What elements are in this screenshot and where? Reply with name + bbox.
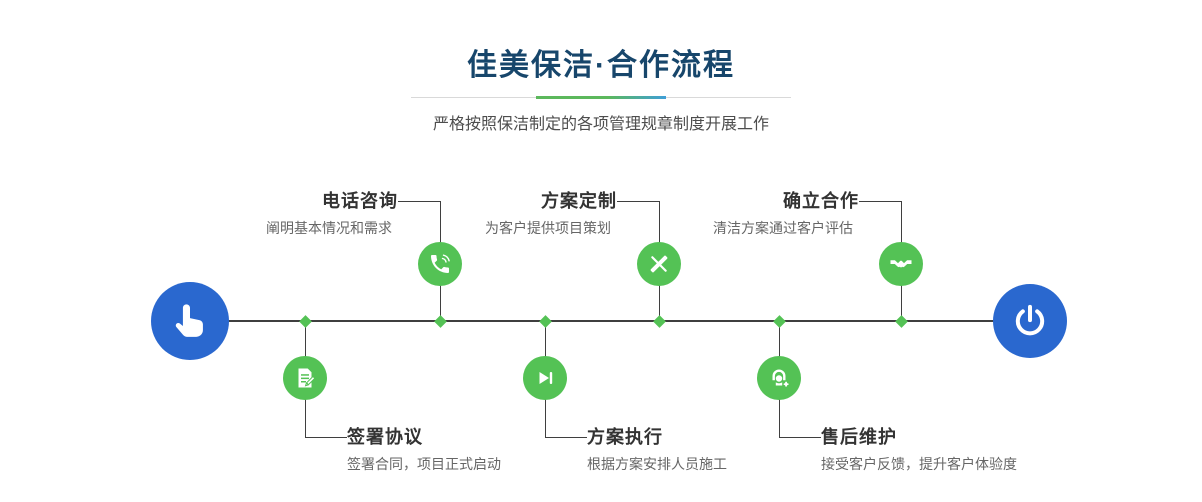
step-label-contract: 签署协议 签署合同，项目正式启动 — [347, 427, 627, 473]
pen-ruler-icon — [650, 255, 668, 273]
step-node-support — [757, 356, 801, 400]
step-label-design: 方案定制 为客户提供项目策划 — [417, 191, 617, 237]
step-title: 确立合作 — [783, 191, 859, 211]
step-label-execute: 方案执行 根据方案安排人员施工 — [587, 427, 867, 473]
handshake-icon — [890, 260, 912, 268]
timeline-diamond — [298, 314, 312, 328]
step-node-cooperate — [879, 242, 923, 286]
page-title: 佳美保洁·合作流程 — [467, 49, 735, 82]
step-desc: 签署合同，项目正式启动 — [347, 456, 501, 472]
step-title: 方案执行 — [587, 427, 663, 447]
timeline-diamond — [772, 314, 786, 328]
connector-hline — [617, 201, 659, 202]
step-label-phone: 电话咨询 阐明基本情况和需求 — [198, 191, 398, 237]
end-node — [993, 284, 1067, 358]
power-icon — [1015, 304, 1045, 336]
step-node-contract — [283, 356, 327, 400]
step-desc: 阐明基本情况和需求 — [266, 220, 392, 236]
step-title: 电话咨询 — [322, 191, 398, 211]
step-desc: 根据方案安排人员施工 — [587, 456, 727, 472]
connector-hline — [859, 201, 901, 202]
divider-accent — [536, 96, 666, 99]
connector-hline — [779, 437, 821, 438]
connector-hline — [398, 201, 440, 202]
connector-hline — [305, 437, 347, 438]
step-desc: 为客户提供项目策划 — [485, 220, 611, 236]
timeline-line — [228, 320, 996, 322]
step-label-support: 售后维护 接受客户反馈，提升客户体验度 — [821, 427, 1101, 473]
play-icon — [539, 372, 553, 384]
page-subtitle: 严格按照保洁制定的各项管理规章制度开展工作 — [432, 116, 769, 133]
step-title: 签署协议 — [347, 427, 423, 447]
step-node-design — [637, 242, 681, 286]
step-node-phone — [418, 242, 462, 286]
phone-icon — [431, 254, 450, 273]
title-divider — [411, 96, 791, 99]
step-desc: 清洁方案通过客户评估 — [713, 220, 853, 236]
timeline-diamond — [538, 314, 552, 328]
contract-icon — [298, 368, 316, 388]
timeline-diamond — [652, 314, 666, 328]
timeline-diamond — [894, 314, 908, 328]
headset-icon — [772, 369, 789, 387]
start-node — [151, 282, 229, 360]
step-title: 售后维护 — [821, 427, 897, 447]
step-title: 方案定制 — [541, 191, 617, 211]
connector-hline — [545, 437, 587, 438]
timeline-diamond — [433, 314, 447, 328]
step-label-cooperate: 确立合作 清洁方案通过客户评估 — [659, 191, 859, 237]
hand-pointer-icon — [175, 304, 203, 337]
step-desc: 接受客户反馈，提升客户体验度 — [821, 456, 1017, 472]
step-node-execute — [523, 356, 567, 400]
